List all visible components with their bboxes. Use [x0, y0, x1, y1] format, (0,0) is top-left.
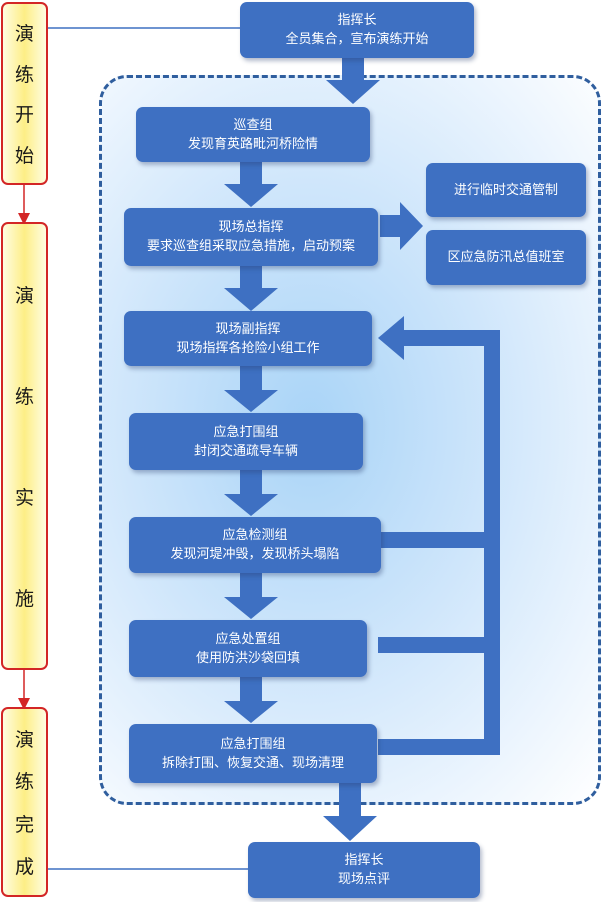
- step-title: 指挥长: [344, 853, 384, 868]
- step-title: 应急打围组: [213, 424, 279, 440]
- phase-char: 开: [14, 104, 34, 127]
- step-commander-review: 指挥长 现场点评: [248, 842, 480, 898]
- step-desc: 全员集合，宣布演练开始: [285, 32, 429, 47]
- phase-char: 完: [14, 813, 34, 836]
- step-patrol: 巡查组 发现育英路毗河桥险情: [136, 107, 370, 162]
- step-desc: 发现河堤冲毁，发现桥头塌陷: [170, 547, 340, 562]
- phase-char: 练: [14, 771, 34, 794]
- step-title: 应急处置组: [215, 631, 281, 647]
- step-title: 应急打围组: [220, 736, 286, 752]
- step-site-commander: 现场总指挥 要求巡查组采取应急措施，启动预案: [124, 208, 378, 266]
- step-deputy-commander: 现场副指挥 现场指挥各抢险小组工作: [124, 311, 372, 366]
- phase-char: 成: [14, 856, 34, 879]
- step-desc: 现场指挥各抢险小组工作: [176, 340, 320, 356]
- phase-implement: 演 练 实 施: [1, 222, 48, 670]
- phase-char: 实: [14, 487, 34, 509]
- step-title: 指挥长: [337, 13, 377, 28]
- phase-char: 始: [14, 145, 34, 168]
- side-action-label: 进行临时交通管制: [453, 182, 558, 198]
- phase-finish: 演 练 完 成: [1, 707, 48, 897]
- phase-char: 练: [14, 386, 34, 408]
- step-cordon-1: 应急打围组 封闭交通疏导车辆: [129, 413, 363, 470]
- step-title: 巡查组: [233, 117, 273, 133]
- step-desc: 现场点评: [337, 872, 390, 887]
- step-disposal: 应急处置组 使用防洪沙袋回填: [129, 620, 367, 677]
- step-desc: 使用防洪沙袋回填: [195, 650, 300, 666]
- step-commander-start: 指挥长 全员集合，宣布演练开始: [240, 2, 474, 58]
- phase-char: 演: [14, 22, 34, 45]
- step-desc: 封闭交通疏导车辆: [193, 443, 298, 459]
- side-flood-duty-office: 区应急防汛总值班室: [426, 230, 586, 285]
- step-desc: 拆除打围、恢复交通、现场清理: [161, 755, 344, 771]
- step-desc: 要求巡查组采取应急措施，启动预案: [146, 239, 355, 254]
- phase-char: 施: [14, 588, 34, 610]
- phase-char: 演: [14, 285, 34, 307]
- phase-char: 练: [14, 63, 34, 86]
- step-desc: 发现育英路毗河桥险情: [187, 136, 318, 152]
- phase-char: 演: [14, 728, 34, 751]
- step-title: 现场副指挥: [215, 321, 281, 337]
- phase-start: 演 练 开 始: [1, 2, 48, 185]
- side-action-label: 区应急防汛总值班室: [447, 250, 565, 265]
- step-cordon-2: 应急打围组 拆除打围、恢复交通、现场清理: [129, 724, 377, 783]
- step-title: 现场总指挥: [218, 220, 284, 235]
- step-title: 应急检测组: [222, 528, 288, 543]
- side-traffic-control: 进行临时交通管制: [426, 163, 586, 217]
- step-inspection: 应急检测组 发现河堤冲毁，发现桥头塌陷: [129, 517, 381, 573]
